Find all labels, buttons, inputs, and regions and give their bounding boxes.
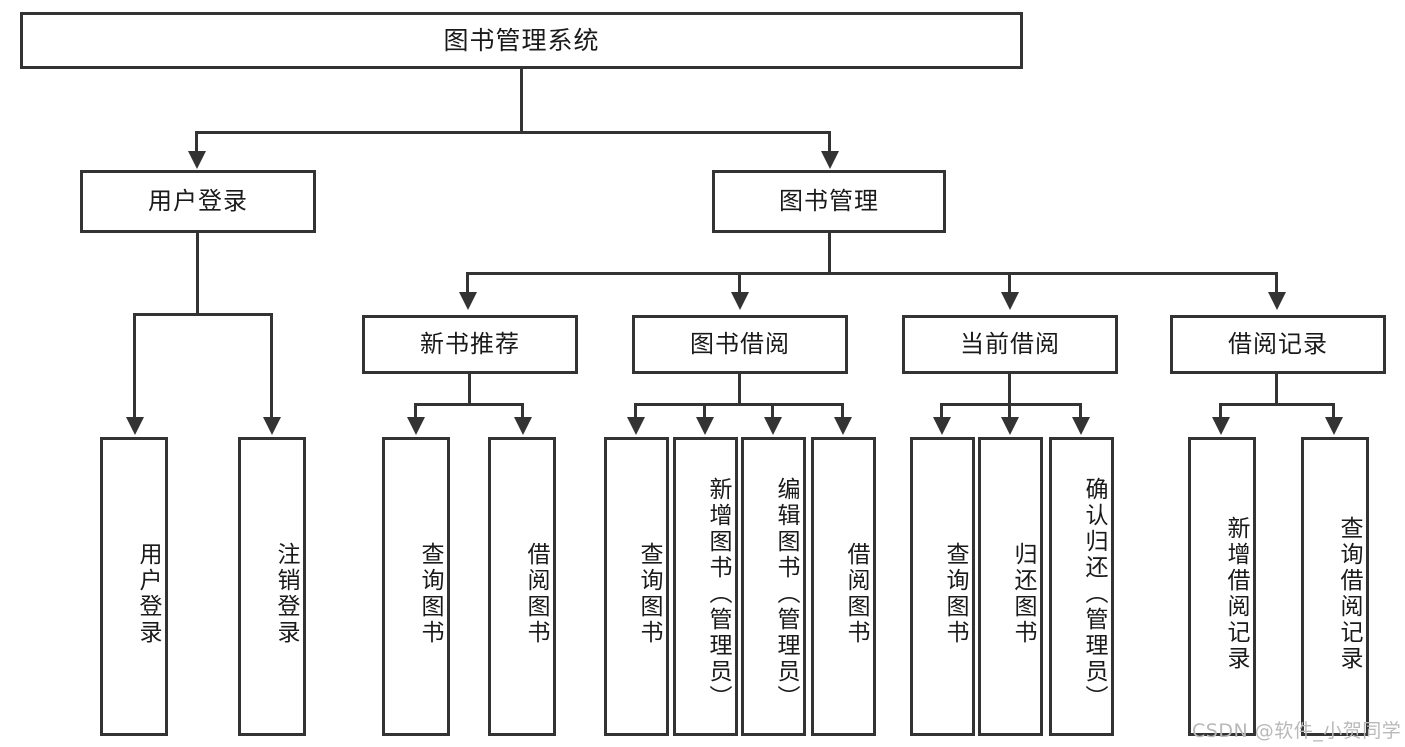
leaf-label: 编辑图书（管理员） [773,476,799,711]
leaf-book-borrow-edit[interactable]: 编辑图书（管理员） [741,437,806,736]
connector-book-manage-stem [828,233,831,273]
connector-current-borrow-drop-1 [940,403,943,419]
leaf-label: 新增借阅记录 [1223,515,1249,672]
connector-book-borrow-drop-4 [841,403,844,419]
connector-borrow-record-drop-1 [1219,403,1222,419]
leaf-book-borrow-add[interactable]: 新增图书（管理员） [673,437,738,736]
leaf-label: 借阅图书 [523,541,549,646]
connector-root-bus [197,131,831,134]
leaf-current-borrow-confirm[interactable]: 确认归还（管理员） [1049,437,1114,736]
connector-to-book-borrow [738,272,741,294]
connector-root-stem [520,69,523,132]
csdn-watermark: CSDN @软件_小贺同学 [1192,720,1402,742]
connector-borrow-record-stem [1275,374,1278,405]
leaf-label: 查询借阅记录 [1336,515,1362,672]
leaf-label: 确认归还（管理员） [1081,476,1107,711]
connector-to-new-book [466,272,469,294]
leaf-label: 查询图书 [417,541,443,646]
node-borrow-record[interactable]: 借阅记录 [1170,315,1386,374]
leaf-label: 用户登录 [135,541,161,646]
arrow-root-to-book-manage [821,151,839,169]
connector-book-manage-bus [466,272,1278,275]
leaf-label: 查询图书 [942,541,968,646]
leaf-new-book-query[interactable]: 查询图书 [382,437,450,736]
node-book-manage[interactable]: 图书管理 [712,170,946,233]
arrow-current-borrow-leaf-2 [1001,417,1019,435]
arrow-current-borrow-leaf-1 [933,417,951,435]
arrow-root-to-user-login [188,151,206,169]
leaf-new-book-borrow[interactable]: 借阅图书 [488,437,556,736]
connector-root-to-user-login [195,131,198,153]
node-book-borrow[interactable]: 图书借阅 [632,315,848,374]
leaf-borrow-record-add[interactable]: 新增借阅记录 [1188,437,1256,736]
arrow-book-borrow-leaf-3 [764,417,782,435]
leaf-book-borrow-query[interactable]: 查询图书 [604,437,669,736]
arrow-book-borrow-leaf-4 [834,417,852,435]
leaf-label: 新增图书（管理员） [705,476,731,711]
leaf-book-borrow-borrow[interactable]: 借阅图书 [811,437,876,736]
arrow-to-borrow-record [1268,292,1286,310]
arrow-book-borrow-leaf-2 [696,417,714,435]
leaf-label: 注销登录 [273,541,299,646]
connector-to-current-borrow [1008,272,1011,294]
arrow-borrow-record-leaf-2 [1325,417,1343,435]
leaf-label: 借阅图书 [843,541,869,646]
arrow-new-book-leaf-1 [407,417,425,435]
node-current-borrow[interactable]: 当前借阅 [902,315,1118,374]
node-root-system[interactable]: 图书管理系统 [20,12,1023,69]
connector-book-borrow-drop-3 [771,403,774,419]
connector-current-borrow-drop-3 [1079,403,1082,419]
arrow-borrow-record-leaf-1 [1212,417,1230,435]
connector-borrow-record-drop-2 [1332,403,1335,419]
connector-to-borrow-record [1275,272,1278,294]
leaf-user-login-logout[interactable]: 注销登录 [238,437,306,736]
connector-new-book-drop-1 [414,403,417,419]
connector-user-login-drop-2 [270,313,273,419]
connector-current-borrow-drop-2 [1008,403,1011,419]
leaf-current-borrow-query[interactable]: 查询图书 [910,437,975,736]
leaf-label: 归还图书 [1010,541,1036,646]
connector-book-borrow-drop-1 [634,403,637,419]
connector-book-borrow-stem [738,374,741,405]
connector-user-login-drop-1 [133,313,136,419]
leaf-current-borrow-return[interactable]: 归还图书 [978,437,1043,736]
arrow-to-current-borrow [1001,292,1019,310]
leaf-user-login-login[interactable]: 用户登录 [100,437,168,736]
connector-borrow-record-bus [1219,403,1335,406]
arrow-user-login-leaf-1 [126,417,144,435]
connector-book-borrow-bus [634,403,844,406]
arrow-to-new-book [459,292,477,310]
node-user-login[interactable]: 用户登录 [80,170,316,233]
connector-user-login-stem [196,233,199,315]
connector-book-borrow-drop-2 [703,403,706,419]
connector-new-book-stem [468,374,471,405]
node-new-book-recommend[interactable]: 新书推荐 [362,315,578,374]
leaf-label: 查询图书 [636,541,662,646]
arrow-book-borrow-leaf-1 [627,417,645,435]
arrow-user-login-leaf-2 [263,417,281,435]
connector-user-login-bus [133,313,273,316]
leaf-borrow-record-query[interactable]: 查询借阅记录 [1301,437,1369,736]
arrow-new-book-leaf-2 [514,417,532,435]
connector-current-borrow-stem [1008,374,1011,405]
connector-current-borrow-bus [940,403,1082,406]
connector-new-book-bus [414,403,524,406]
arrow-to-book-borrow [731,292,749,310]
connector-root-to-book-manage [828,131,831,153]
connector-new-book-drop-2 [521,403,524,419]
arrow-current-borrow-leaf-3 [1072,417,1090,435]
